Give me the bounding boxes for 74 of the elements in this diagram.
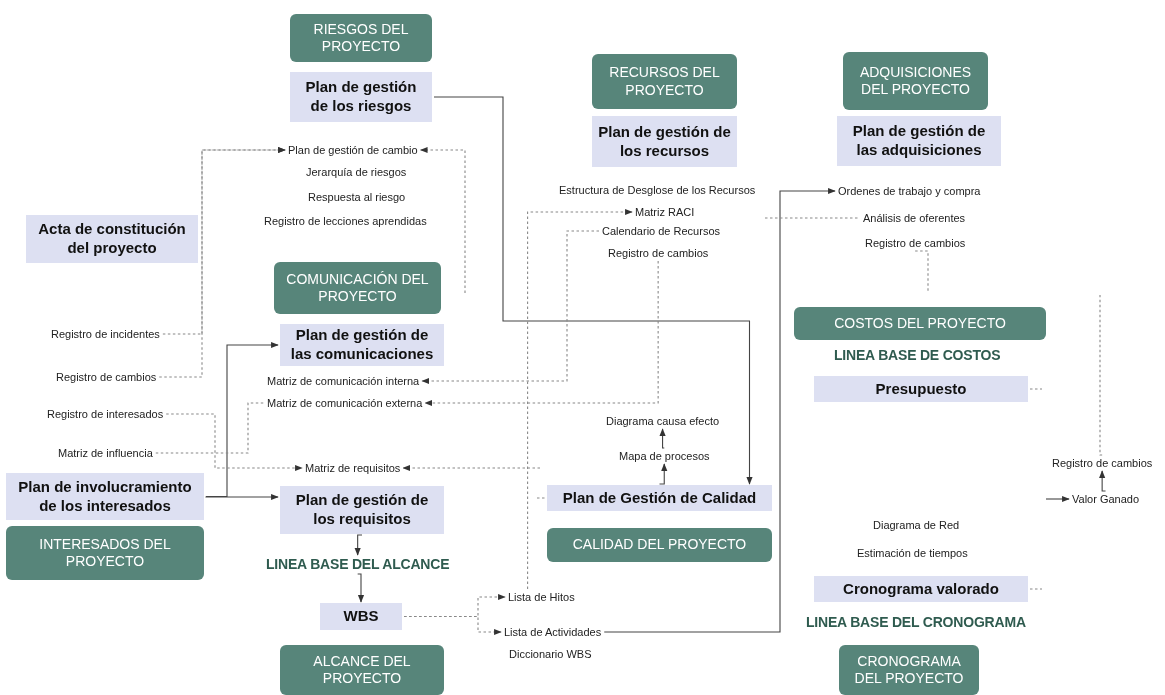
plan-box: Plan de Gestión de Calidad	[547, 485, 772, 511]
connector-arrow	[354, 534, 363, 556]
connector-arrow	[357, 573, 365, 603]
item-label: Mapa de procesos	[618, 449, 711, 463]
section-header: CALIDAD DEL PROYECTO	[547, 528, 772, 562]
dashed-connector	[1099, 294, 1103, 456]
item-label: Registro de incidentes	[50, 327, 161, 341]
item-label: Diagrama causa efecto	[605, 414, 721, 428]
item-label: Jerarquía de riesgos	[305, 165, 408, 179]
baseline-title: LINEA BASE DEL ALCANCE	[266, 556, 450, 573]
plan-box: Plan de gestión de los recursos	[592, 116, 737, 167]
item-label: Lista de Actividades	[503, 625, 603, 639]
connector-arrow	[659, 428, 666, 449]
item-label: Registro de cambios	[1051, 456, 1154, 470]
dashed-connector	[536, 497, 546, 499]
item-label: Calendario de Recursos	[601, 224, 721, 238]
plan-box: Presupuesto	[814, 376, 1028, 402]
item-label: Registro de lecciones aprendidas	[263, 214, 428, 228]
connector-arrow	[658, 463, 668, 485]
item-label: Registro de cambios	[55, 370, 158, 384]
item-label: Registro de cambios	[864, 236, 967, 250]
plan-box: Plan de involucramiento de los interesados	[6, 473, 204, 520]
dashed-connector	[155, 402, 265, 454]
dashed-connector	[914, 250, 929, 293]
dashed-connector	[424, 260, 659, 407]
section-header: RIESGOS DEL PROYECTO	[290, 14, 432, 62]
dashed-connector	[419, 146, 466, 294]
section-header: COSTOS DEL PROYECTO	[794, 307, 1046, 340]
item-label: Lista de Hitos	[507, 590, 576, 604]
plan-box: Acta de constitución del proyecto	[26, 215, 198, 263]
item-label: Ordenes de trabajo y compra	[837, 184, 982, 198]
plan-box: Plan de gestión de los requisitos	[280, 486, 444, 534]
plan-box: Plan de gestión de las adquisiciones	[837, 116, 1001, 166]
dashed-connector	[764, 217, 861, 219]
item-label: Estimación de tiempos	[856, 546, 969, 560]
connector-arrow	[1099, 470, 1107, 492]
section-header: ALCANCE DEL PROYECTO	[280, 645, 444, 695]
item-label: Análisis de oferentes	[862, 211, 967, 225]
item-label: Matriz RACI	[634, 205, 696, 219]
item-label: Registro de interesados	[46, 407, 165, 421]
connector-arrow	[1045, 495, 1070, 503]
item-label: Valor Ganado	[1071, 492, 1141, 506]
plan-box: Cronograma valorado	[814, 576, 1028, 602]
item-label: Matriz de comunicación externa	[266, 396, 424, 410]
dashed-connector	[421, 230, 600, 385]
item-label: Matriz de requisitos	[304, 461, 402, 475]
item-label: Matriz de comunicación interna	[266, 374, 421, 388]
plan-box: Plan de gestión de los riesgos	[290, 72, 432, 122]
plan-box: WBS	[320, 603, 402, 630]
item-label: Estructura de Desglose de los Recursos	[558, 183, 757, 197]
section-header: CRONOGRAMA DEL PROYECTO	[839, 645, 979, 695]
item-label: Registro de cambios	[607, 246, 710, 260]
baseline-title: LINEA BASE DE COSTOS	[834, 347, 1001, 364]
item-label: Diccionario WBS	[508, 647, 593, 661]
section-header: INTERESADOS DEL PROYECTO	[6, 526, 204, 580]
item-label: Matriz de influencia	[57, 446, 154, 460]
section-header: RECURSOS DEL PROYECTO	[592, 54, 737, 109]
item-label: Plan de gestión de cambio	[287, 143, 419, 157]
dashed-connector	[1029, 588, 1043, 590]
dashed-connector	[403, 615, 502, 636]
item-label: Respuesta al riesgo	[307, 190, 407, 204]
item-label: Diagrama de Red	[872, 518, 961, 532]
dashed-connector	[402, 464, 541, 472]
connector-arrow	[433, 96, 753, 485]
dashed-connector	[527, 208, 633, 590]
dashed-connector	[158, 146, 286, 378]
dashed-connector	[1029, 388, 1043, 390]
connector-arrow	[603, 187, 836, 633]
section-header: COMUNICACIÓN DEL PROYECTO	[274, 262, 441, 314]
dashed-connector	[165, 413, 303, 472]
connector-arrow	[205, 493, 279, 501]
section-header: ADQUISICIONES DEL PROYECTO	[843, 52, 988, 110]
baseline-title: LINEA BASE DEL CRONOGRAMA	[806, 614, 1026, 631]
plan-box: Plan de gestión de las comunicaciones	[280, 324, 444, 366]
